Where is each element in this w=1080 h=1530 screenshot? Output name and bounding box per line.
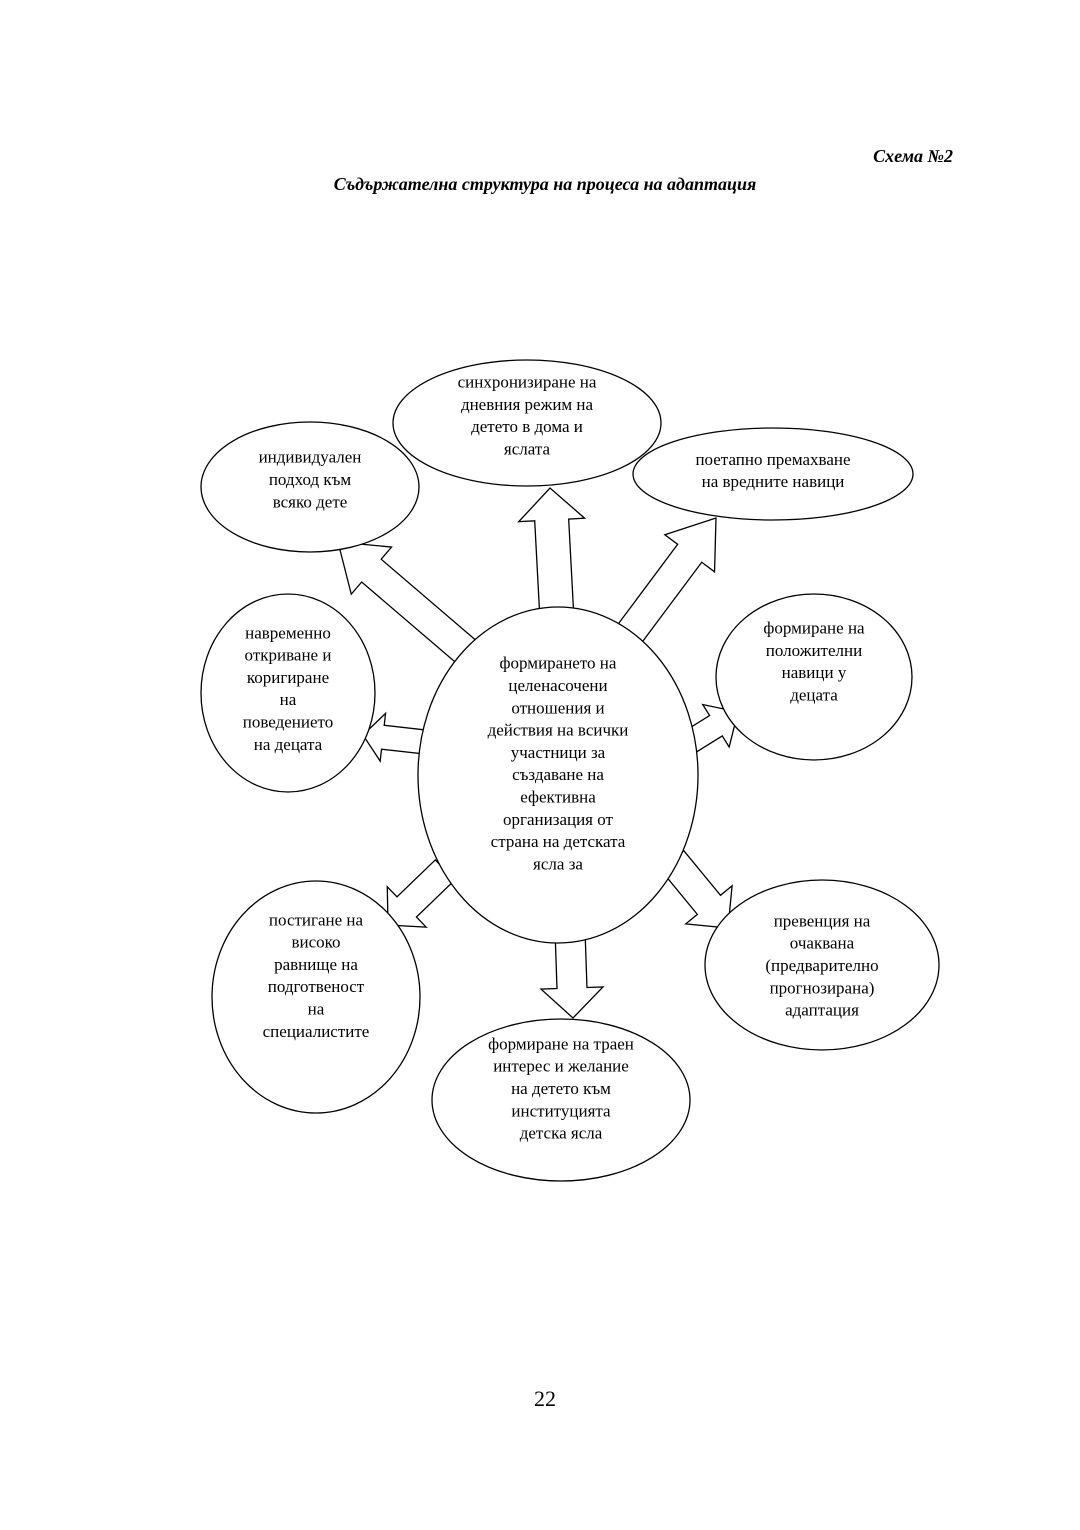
node-timely-detection: [200, 593, 376, 793]
node-lasting-interest-line: интерес и желание: [493, 1057, 629, 1076]
node-remove-habits: [632, 427, 914, 521]
node-specialists-line: равнище на: [274, 955, 358, 974]
node-sync: [392, 359, 662, 487]
node-timely-detection-line: навременно: [245, 623, 331, 642]
node-lasting-interest-line: на детето към: [511, 1079, 611, 1098]
node-specialists-line: специалистите: [263, 1022, 370, 1041]
node-positive-habits-line: децата: [790, 685, 838, 704]
node-center: [417, 606, 699, 944]
node-prevention-line: прогнозирана): [770, 978, 875, 997]
arrow-left: [362, 711, 428, 763]
node-individual: [200, 421, 420, 553]
page-number: 22: [534, 1386, 556, 1411]
node-lasting-interest-line: институцията: [511, 1101, 611, 1120]
node-timely-detection-line: поведението: [243, 712, 334, 731]
node-timely-detection-line: на децата: [254, 735, 323, 754]
node-prevention-line: (предварително: [765, 956, 878, 975]
diagram-title: Съдържателна структура на процеса на ада…: [333, 174, 757, 194]
node-positive-habits-line: навици у: [782, 663, 847, 682]
node-specialists-line: на: [308, 999, 325, 1018]
node-center-line: ясла за: [533, 854, 583, 873]
node-specialists-line: постигане на: [269, 910, 364, 929]
node-positive-habits-line: положителни: [766, 641, 862, 660]
node-center-line: действия на всички: [488, 721, 629, 740]
node-center-line: отношения и: [511, 698, 604, 717]
node-specialists-line: високо: [291, 933, 340, 952]
node-center-line: формирането на: [500, 654, 617, 673]
node-positive-habits: [715, 593, 913, 761]
arrow-down-right: [659, 849, 733, 929]
arrow-down-left: [386, 859, 456, 928]
node-center-line: организация от: [503, 810, 614, 829]
node-remove-habits-line: поетапно премахване: [695, 450, 850, 469]
node-sync-line: яслата: [504, 439, 551, 458]
node-sync-line: синхронизиране на: [458, 373, 597, 392]
node-remove-habits-line: на вредните навици: [702, 472, 845, 491]
node-center-line: участници за: [511, 743, 606, 762]
node-timely-detection-line: коригиране: [247, 668, 329, 687]
node-prevention: [704, 879, 940, 1051]
node-center-line: ефективна: [520, 787, 596, 806]
node-individual-line: подход към: [269, 470, 352, 489]
node-individual-line: индивидуален: [259, 448, 362, 467]
arrow-up-right: [612, 517, 717, 650]
node-prevention-line: адаптация: [785, 1001, 859, 1020]
node-sync-line: дневния режим на: [461, 395, 594, 414]
node-timely-detection-line: откриване и: [245, 646, 332, 665]
node-center-line: целенасочени: [508, 676, 607, 695]
node-individual-line: всяко дете: [273, 492, 348, 511]
node-lasting-interest-line: формиране на траен: [488, 1034, 634, 1053]
arrow-up-left: [337, 541, 481, 668]
node-sync-line: детето в дома и: [471, 417, 583, 436]
node-timely-detection-line: на: [280, 690, 297, 709]
node-specialists-line: подготвеност: [268, 977, 365, 996]
node-lasting-interest-line: детска ясла: [520, 1124, 603, 1143]
arrow-up: [517, 487, 587, 622]
node-center-line: създаване на: [512, 765, 604, 784]
node-lasting-interest: [431, 1018, 691, 1182]
node-specialists: [211, 880, 421, 1114]
node-positive-habits-line: формиране на: [763, 619, 865, 638]
scheme-number: Схема №2: [873, 146, 953, 166]
node-prevention-line: превенция на: [774, 911, 871, 930]
node-prevention-line: очаквана: [790, 934, 855, 953]
node-center-line: страна на детската: [491, 832, 626, 851]
